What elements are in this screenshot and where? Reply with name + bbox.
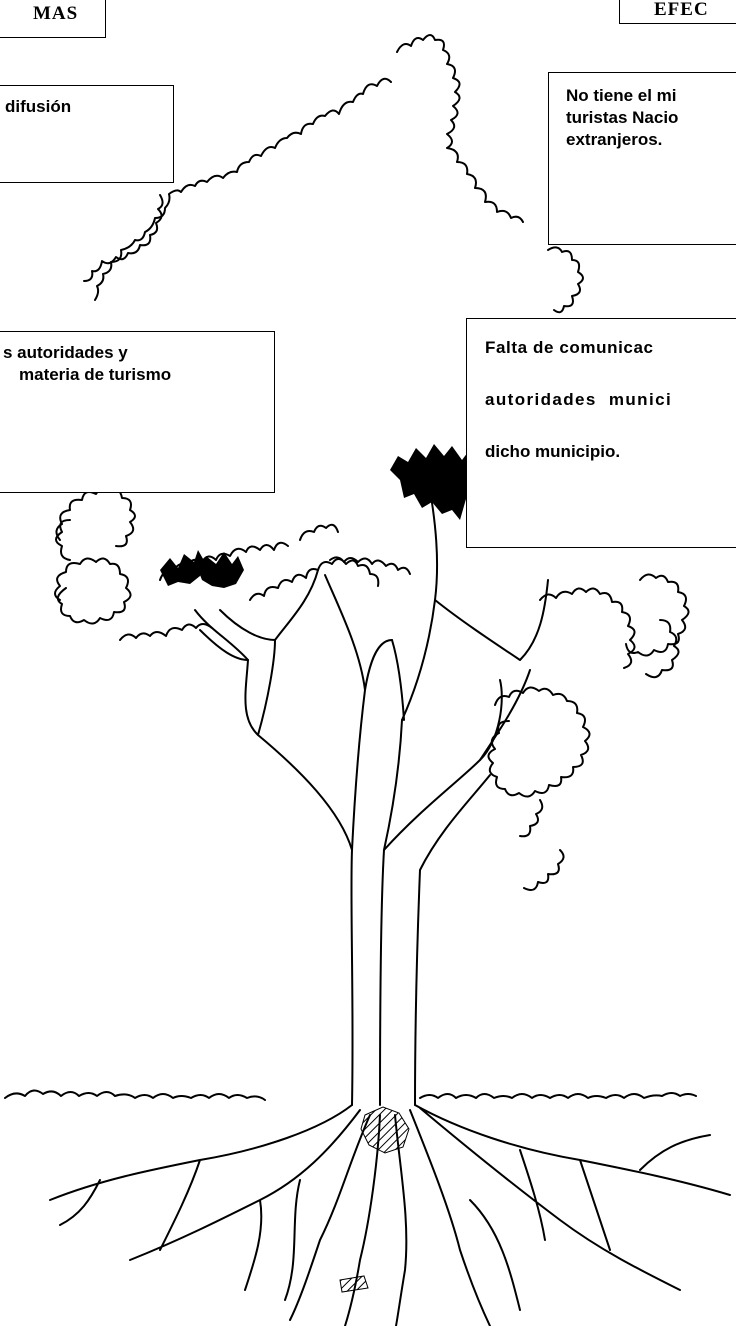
top-crown-left-lower	[83, 194, 164, 282]
problem-box-mid-left: s autoridades y materia de turismo	[0, 331, 275, 493]
top-crown-left	[94, 77, 392, 301]
box-mid-left-line-2: materia de turismo	[19, 365, 172, 384]
effect-box-top-right: No tiene el mi turistas Nacio extranjero…	[548, 72, 736, 245]
header-box-left: MAS	[0, 0, 106, 38]
box-mid-right-line-3: dicho municipio.	[485, 442, 621, 461]
foliage-right-lower	[487, 686, 591, 891]
box-mid-right-line-2: autoridades munici	[485, 390, 673, 409]
header-left-title: MAS	[33, 3, 79, 24]
dark-foliage	[160, 444, 468, 588]
root-system	[49, 1104, 731, 1326]
root-hatch	[339, 1106, 410, 1293]
tree-trunk	[194, 609, 503, 1106]
box-mid-right-line-1: Falta de comunicac	[485, 338, 654, 357]
box-mid-left-line-1: s autoridades y	[3, 343, 128, 362]
branch-right	[434, 579, 549, 761]
branch-center	[324, 489, 439, 851]
header-box-right: EFEC	[619, 0, 736, 24]
ground-line	[4, 1089, 697, 1101]
effect-box-mid-right: Falta de comunicac autoridades munici di…	[466, 318, 736, 548]
header-right-title: EFEC	[654, 0, 709, 20]
box-top-right-line-1: No tiene el mi	[566, 86, 677, 105]
top-crown-right-lower	[547, 246, 584, 314]
foliage-right	[539, 573, 690, 679]
branch-left	[199, 569, 319, 736]
box-top-left-line-1: difusión	[5, 97, 72, 116]
box-top-right-line-3: extranjeros.	[566, 130, 663, 149]
top-crown-right	[396, 34, 524, 223]
problem-box-top-left: difusión	[0, 85, 174, 183]
box-top-right-line-2: turistas Nacio	[566, 108, 679, 127]
